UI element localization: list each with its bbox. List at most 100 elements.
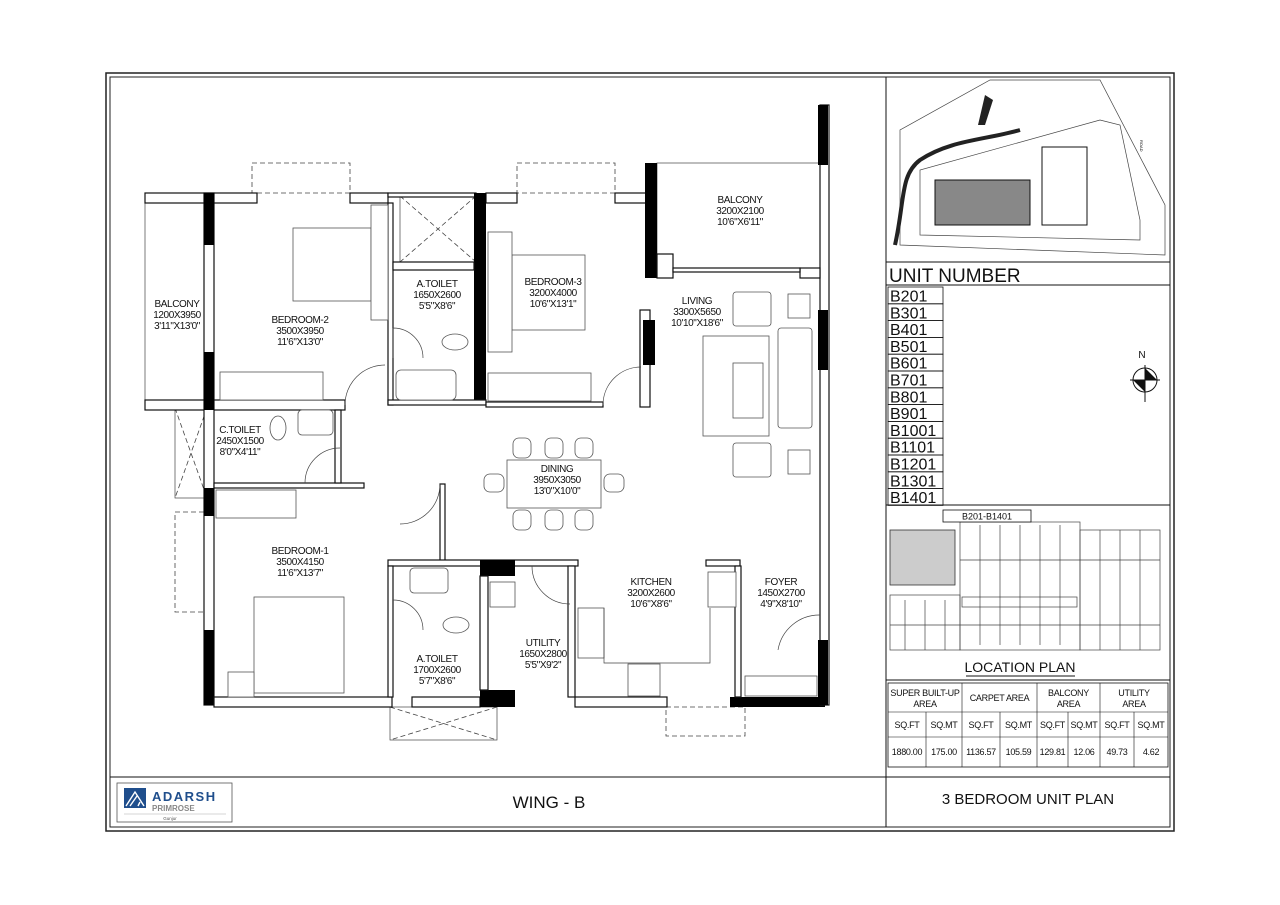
room-name: C.TOILET: [219, 425, 261, 436]
room-name: KITCHEN: [630, 577, 671, 588]
unit-number: B501: [890, 339, 927, 356]
area-unit-header: SQ.FT: [895, 720, 921, 730]
window-projection: [516, 162, 616, 194]
room-imperial: 3'11"X13'0": [154, 321, 201, 332]
logo-project: PRIMROSE: [152, 804, 195, 813]
room-name: BEDROOM-1: [272, 546, 330, 557]
room-labels: BALCONY1200X39503'11"X13'0"BEDROOM-23500…: [153, 195, 806, 687]
room-imperial: 5'5"X8'6": [419, 301, 456, 312]
wash-basin: [395, 369, 457, 401]
unit-number: B1201: [890, 457, 936, 474]
room-name: BALCONY: [155, 299, 201, 310]
key-plan: ROAD: [893, 79, 1166, 256]
bed: [511, 254, 586, 331]
room-imperial: 5'7"X8'6": [419, 676, 456, 687]
dining-chairs: [483, 437, 625, 531]
window-projection: [251, 162, 351, 194]
unit-number: B201: [890, 289, 927, 306]
room-name: FOYER: [765, 577, 798, 588]
area-value: 1880.00: [892, 747, 923, 757]
inner-border: [109, 76, 1171, 828]
wing-title: WING - B: [513, 793, 586, 812]
bed: [292, 227, 372, 302]
room-metric: 3200X2600: [627, 588, 675, 599]
window-projection: [665, 706, 746, 737]
room-metric: 3200X4000: [529, 288, 577, 299]
unit-number: B1101: [890, 440, 935, 457]
area-unit-header: SQ.FT: [1040, 720, 1066, 730]
area-value: 12.06: [1073, 747, 1094, 757]
area-group-header: CARPET AREA: [970, 693, 1030, 703]
dining-table: [506, 459, 602, 509]
armchair: [732, 442, 772, 478]
room-imperial: 10'6"X13'1": [530, 299, 577, 310]
unit-number: B701: [890, 373, 927, 390]
area-value: 1136.57: [966, 747, 996, 757]
wc: [441, 333, 469, 351]
area-value: 49.73: [1106, 747, 1127, 757]
floor-plan: [144, 104, 1160, 741]
room-metric: 1450X2700: [757, 588, 805, 599]
room-imperial: 10'10"X18'6": [671, 318, 724, 329]
unit-cell: [887, 488, 944, 506]
room-imperial: 11'6"X13'7": [277, 568, 324, 579]
wc: [269, 415, 287, 441]
side-table: [370, 204, 389, 321]
room-metric: 1200X3950: [153, 310, 201, 321]
north-arrow-icon: [1130, 365, 1160, 402]
room-metric: 2450X1500: [216, 436, 264, 447]
area-unit-header: SQ.MT: [1071, 720, 1099, 730]
wc: [442, 616, 470, 634]
outer-border: [105, 72, 1175, 832]
wardrobe: [487, 372, 592, 402]
room-metric: 1700X2600: [413, 665, 461, 676]
room-name: UTILITY: [526, 638, 561, 649]
unit-number: B301: [890, 305, 927, 322]
armchair: [732, 291, 772, 327]
area-value: 175.00: [931, 747, 957, 757]
sofa: [777, 327, 813, 429]
wash-basin: [409, 567, 449, 594]
room-name: A.TOILET: [416, 654, 457, 665]
area-value: 105.59: [1006, 747, 1032, 757]
room-name: DINING: [541, 464, 574, 475]
coffee-table: [732, 362, 764, 419]
unit-number-heading: UNIT NUMBER: [889, 266, 1021, 287]
room-metric: 3500X4150: [276, 557, 324, 568]
room-metric: 3950X3050: [533, 475, 581, 486]
room-name: BEDROOM-2: [272, 315, 330, 326]
bed: [253, 596, 345, 694]
north-label: N: [1138, 350, 1145, 361]
unit-number: B601: [890, 356, 927, 373]
wardrobe: [215, 489, 297, 519]
wing-b-highlight: [934, 179, 1031, 226]
wardrobe: [219, 371, 324, 401]
plan-type-title: 3 BEDROOM UNIT PLAN: [942, 791, 1114, 808]
unit-list: B201B301B401B501B601B701B801B901B1001B11…: [887, 286, 944, 507]
room-imperial: 10'6"X8'6": [630, 599, 672, 610]
location-plan-drawing: [889, 509, 1161, 651]
room-imperial: 8'0"X4'11": [220, 447, 262, 458]
location-plan-label: LOCATION PLAN: [965, 659, 1076, 675]
unit-number: B401: [890, 322, 927, 339]
area-unit-header: SQ.MT: [931, 720, 959, 730]
wash-basin: [297, 409, 334, 436]
area-unit-header: SQ.FT: [969, 720, 995, 730]
side-table: [487, 231, 513, 353]
room-name: LIVING: [682, 296, 713, 307]
room-imperial: 5'5"X9'2": [525, 660, 562, 671]
room-imperial: 4'9"X8'10": [760, 599, 802, 610]
area-value: 129.81: [1040, 747, 1066, 757]
location-tag: B201-B1401: [962, 512, 1012, 522]
